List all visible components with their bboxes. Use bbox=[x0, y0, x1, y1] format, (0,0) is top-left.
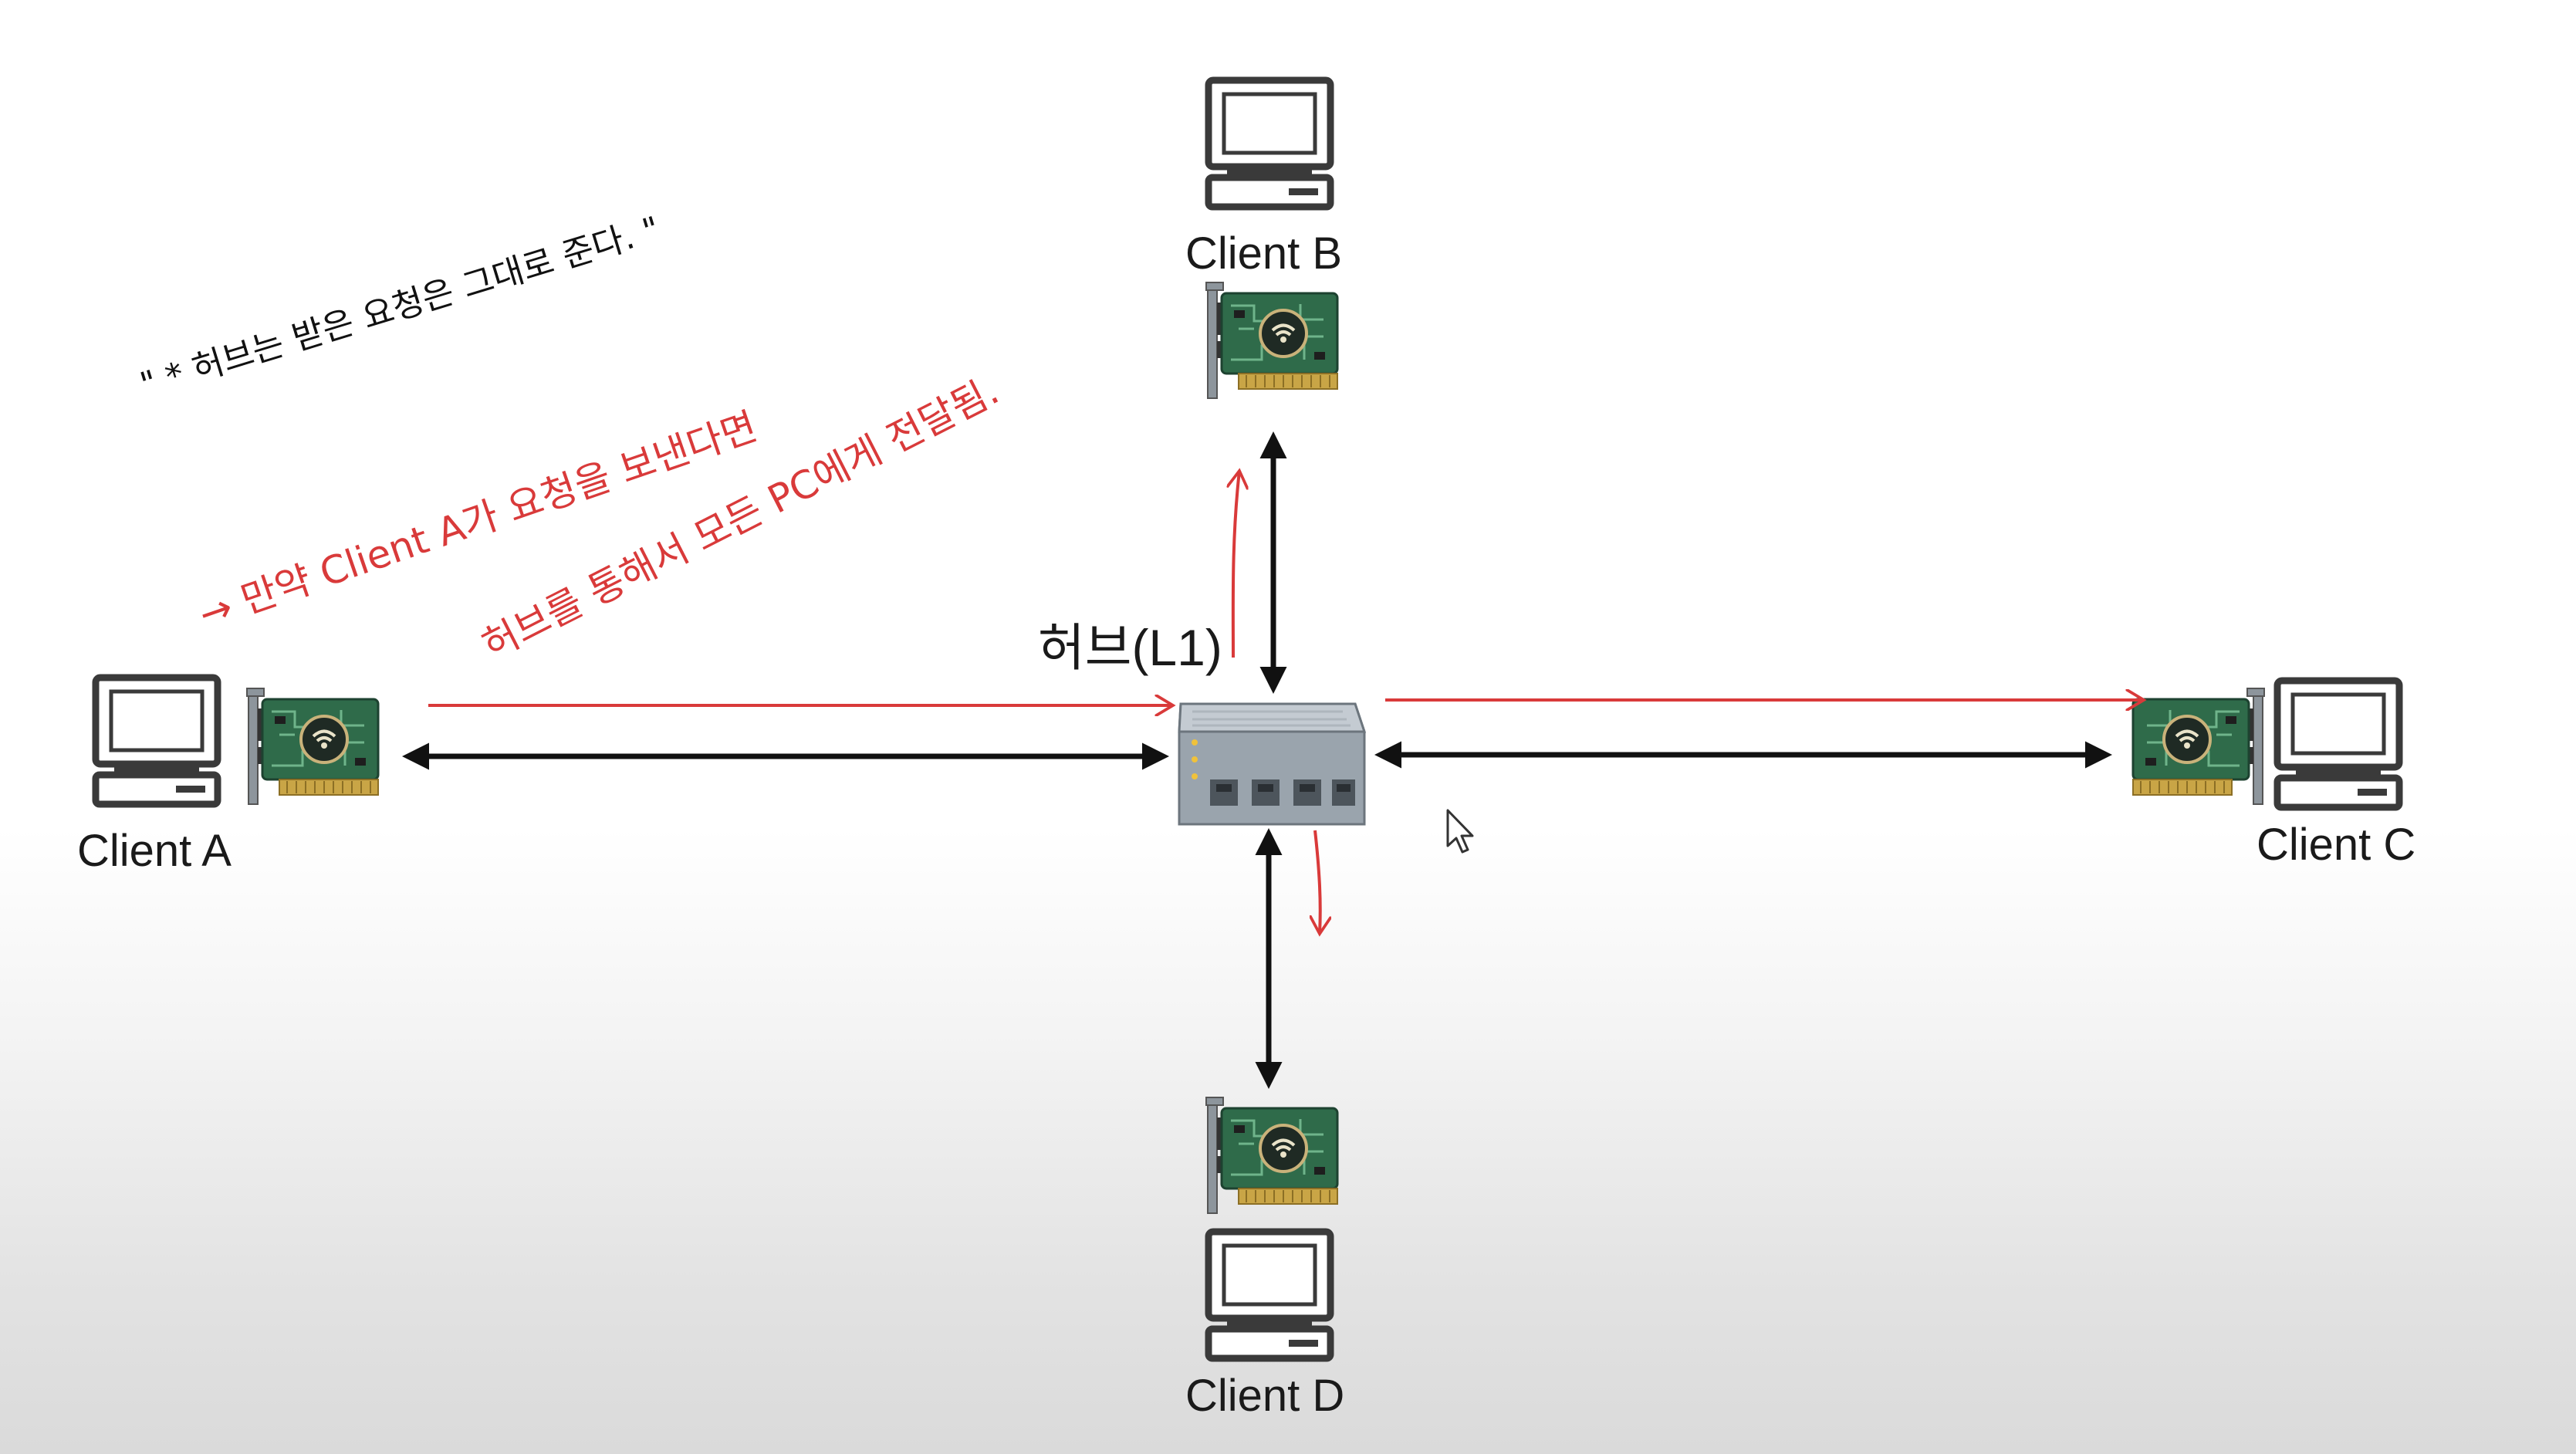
computer-icon-d bbox=[1209, 1232, 1330, 1358]
cursor-icon bbox=[1446, 809, 1474, 854]
client-label-d: Client D bbox=[1185, 1371, 1345, 1421]
computer-icon-a bbox=[96, 678, 218, 804]
red-flow-hub-to-d bbox=[1315, 830, 1320, 934]
network-card-icon-c bbox=[2131, 687, 2266, 806]
computer-icon-b bbox=[1209, 80, 1330, 207]
network-card-icon-b bbox=[1205, 281, 1339, 400]
computer-icon-c bbox=[2277, 681, 2399, 807]
network-card-icon-d bbox=[1205, 1096, 1339, 1215]
hub-label: 허브(L1) bbox=[1038, 619, 1222, 676]
red-flow-hub-to-b bbox=[1233, 471, 1239, 658]
client-label-c: Client C bbox=[2257, 820, 2416, 870]
client-label-a: Client A bbox=[77, 826, 232, 876]
network-card-icon-a bbox=[245, 687, 380, 806]
client-label-b: Client B bbox=[1185, 228, 1343, 279]
hub-icon bbox=[1178, 702, 1367, 826]
